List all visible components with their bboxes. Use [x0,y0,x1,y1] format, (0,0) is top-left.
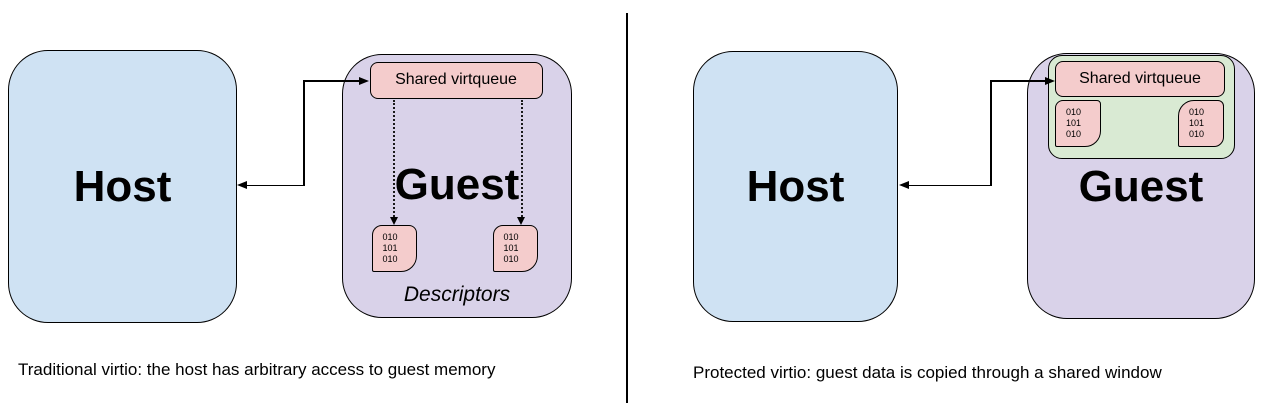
shared-window-box: Shared virtqueue 010 101 010 010 101 010 [1047,54,1235,159]
descriptor-box-2: 010 101 010 [492,224,538,272]
descriptor-box-1: 010 101 010 [371,224,417,272]
connector-segment-bottom [247,184,304,186]
descriptor-bits: 010 101 010 [382,231,398,264]
connector-segment-top [303,80,360,82]
guest-box: Shared virtqueue Guest 010 101 010 010 1… [342,54,572,318]
connector-segment-bottom [909,184,991,186]
descriptor-bits: 010 101 010 [503,231,519,264]
dotted-arrow-right [520,100,523,217]
arrowhead-right-icon [359,76,369,85]
panel-divider [626,13,628,403]
arrowhead-down-icon [517,217,525,225]
host-label: Host [746,161,845,211]
dotted-arrow-left [393,100,395,217]
guest-box: Shared virtqueue 010 101 010 010 101 010… [1027,53,1255,319]
guest-label: Guest [1078,162,1204,211]
arrowhead-down-icon [389,217,398,225]
descriptor-bits: 010 101 010 [1066,107,1082,139]
host-box: Host [8,50,237,323]
connector-segment-vertical [303,80,305,186]
host-label: Host [73,161,172,211]
right-caption: Protected virtio: guest data is copied t… [693,363,1162,382]
descriptors-label: Descriptors [403,283,511,306]
connector-segment-top [990,80,1046,82]
shared-virtqueue-box: Shared virtqueue [369,61,543,99]
connector-segment-vertical [990,80,992,186]
arrowhead-left-icon [237,181,247,189]
left-caption: Traditional virtio: the host has arbitra… [18,360,496,379]
guest-label: Guest [394,160,520,209]
arrowhead-right-icon [1045,76,1055,85]
shared-virtqueue-box: Shared virtqueue [1055,61,1225,97]
host-box: Host [693,51,898,322]
shared-virtqueue-label: Shared virtqueue [1079,70,1201,87]
arrowhead-left-icon [899,181,909,189]
shared-virtqueue-label: Shared virtqueue [395,71,517,88]
descriptor-box-1: 010 101 010 [1055,100,1101,147]
descriptor-bits: 010 101 010 [1189,107,1205,139]
descriptor-box-2: 010 101 010 [1178,100,1224,147]
